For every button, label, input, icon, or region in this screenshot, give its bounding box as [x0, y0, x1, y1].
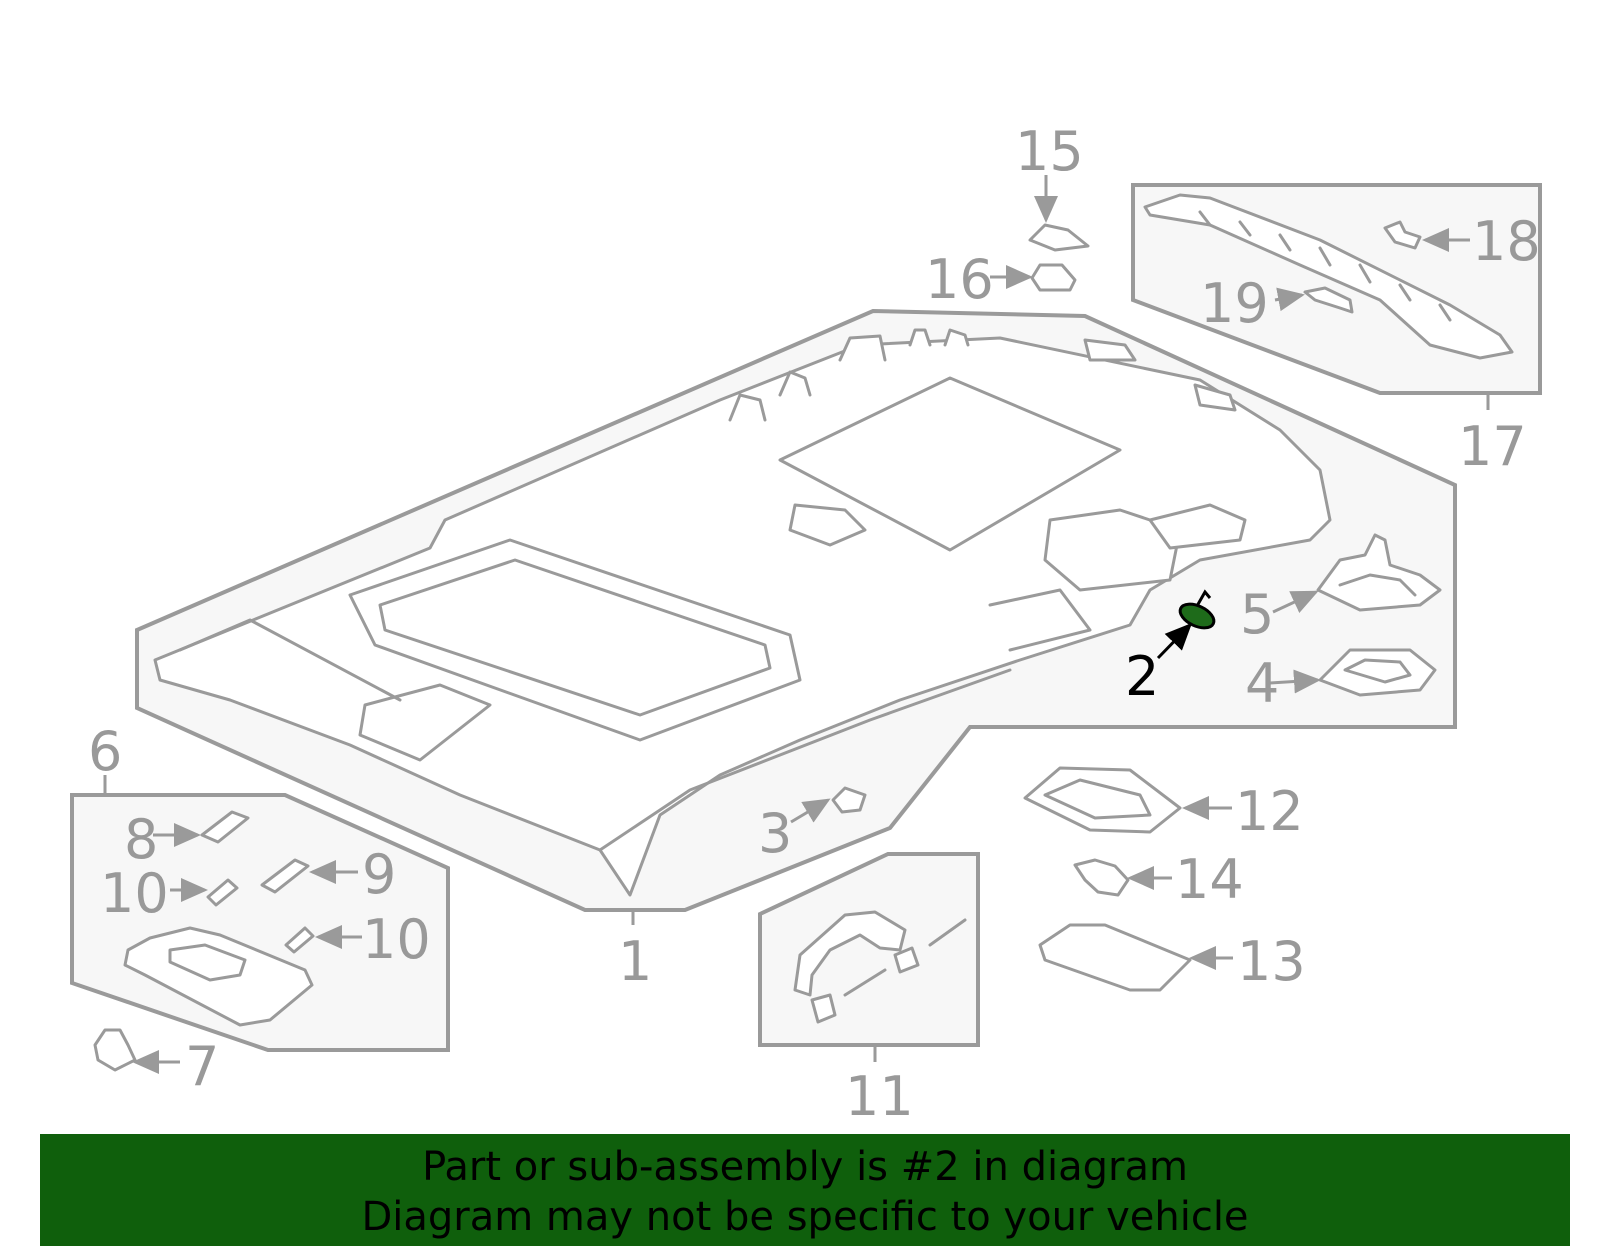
part-18-clip [1383, 220, 1422, 250]
part-3-grommet [831, 786, 867, 814]
part-5-lamp-cover [1316, 533, 1442, 612]
part-10-pin-a [206, 878, 239, 907]
rear-panel [778, 376, 1122, 552]
callout-13: 13 [1237, 930, 1306, 993]
callout-6: 6 [88, 720, 122, 783]
callout-10-b: 10 [362, 908, 431, 971]
callout-5: 5 [1240, 583, 1274, 646]
callout-16: 16 [925, 248, 994, 311]
top-clips [728, 328, 970, 422]
side-trim-line [178, 588, 1092, 852]
callout-7: 7 [185, 1035, 219, 1098]
part-4-lamp-base [1318, 648, 1437, 697]
sunroof-inner [378, 558, 772, 717]
sunroof-opening [348, 538, 802, 742]
banner-line-2: Diagram may not be specific to your vehi… [361, 1194, 1249, 1240]
part-13-cover [1038, 923, 1192, 992]
part-8-clip [200, 810, 250, 844]
rear-clips [1083, 338, 1237, 412]
callout-1: 1 [618, 930, 652, 993]
banner-line-1: Part or sub-assembly is #2 in diagram [422, 1144, 1188, 1190]
grab-handle-panel [758, 852, 980, 1047]
callout-4: 4 [1245, 652, 1279, 715]
callout-19: 19 [1200, 272, 1269, 335]
callout-15: 15 [1015, 120, 1084, 183]
part-2-clip[interactable] [1176, 589, 1217, 633]
part-15-clip [1028, 223, 1090, 252]
callout-12: 12 [1235, 780, 1304, 843]
part-9-clip [260, 858, 310, 894]
callout-10-a: 10 [100, 862, 169, 925]
callout-9: 9 [362, 843, 396, 906]
info-banner: Part or sub-assembly is #2 in diagram Di… [40, 1134, 1570, 1246]
callout-11: 11 [845, 1065, 914, 1128]
handle-recess [788, 503, 867, 547]
part-19-clip [1303, 286, 1354, 314]
lamp-area [1148, 503, 1247, 550]
part-17-rear-trim [1143, 193, 1514, 360]
headliner-group [135, 308, 1457, 912]
part-11-grab-handle [793, 910, 967, 1024]
part-sun-visor [123, 926, 314, 1027]
callout-18: 18 [1472, 210, 1541, 273]
leader-lines [103, 175, 1490, 1074]
part-16-bracket [1030, 263, 1077, 292]
callout-14: 14 [1175, 848, 1244, 911]
part-10-pin-b [284, 926, 315, 954]
callout-8: 8 [124, 808, 158, 871]
callout-3: 3 [758, 802, 792, 865]
part-12-overhead-console [1023, 766, 1182, 834]
front-lamp-area [358, 683, 492, 762]
callout-17: 17 [1458, 415, 1527, 478]
console-area [1043, 508, 1182, 592]
callout-2[interactable]: 2 [1125, 645, 1159, 708]
part-14-bulb [1073, 858, 1130, 897]
part-7-visor-clip [93, 1028, 137, 1072]
